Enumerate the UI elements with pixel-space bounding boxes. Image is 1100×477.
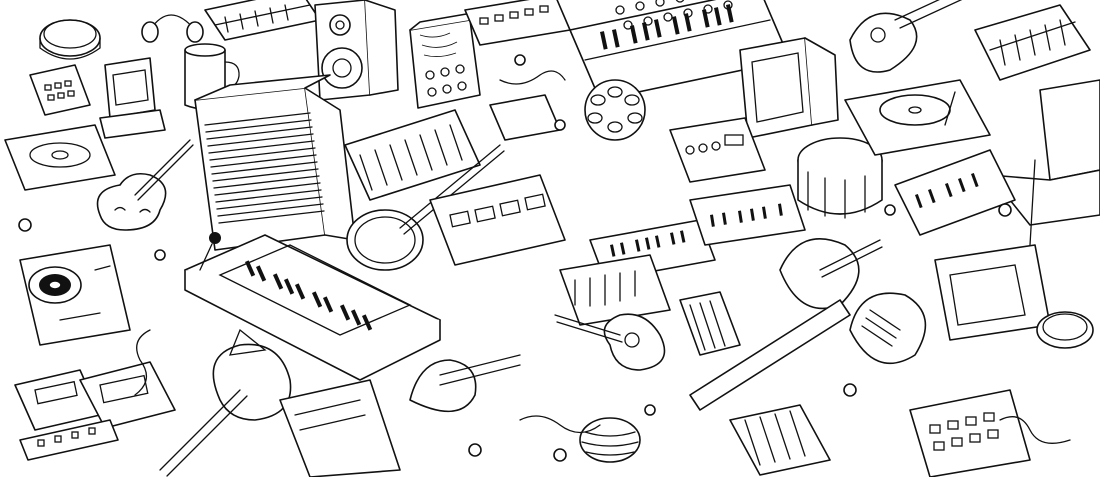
record-player-icon <box>4 124 116 191</box>
piano-keyboard-icon <box>184 234 441 381</box>
maraca-icon <box>579 417 641 463</box>
ukulele-icon <box>554 313 666 371</box>
crt-monitor-icon <box>739 37 839 139</box>
tambourine-icon <box>1036 311 1094 349</box>
guitar-amplifier-icon <box>194 74 356 251</box>
xylophone-icon <box>344 109 481 201</box>
stereo-receiver-icon <box>279 379 401 477</box>
drum-machine-icon <box>909 389 1031 477</box>
analog-synth-module-icon <box>409 11 481 109</box>
turntable-icon <box>844 79 991 156</box>
small-objects <box>18 54 1012 462</box>
drum-machine-icon <box>464 0 571 46</box>
portable-radio-icon <box>934 159 1051 341</box>
electric-guitar-icon <box>849 292 927 365</box>
snare-drum-icon <box>797 137 883 219</box>
tambourine-icon <box>584 79 646 141</box>
studio-monitor-speaker-icon <box>314 0 399 101</box>
effects-pedal-icon <box>429 174 566 266</box>
cassette-player-icon <box>14 361 176 431</box>
stereo-receiver-icon <box>669 117 766 183</box>
calculator-icon <box>29 64 91 116</box>
mandolin-icon <box>849 0 963 73</box>
triangle-icon <box>228 328 267 356</box>
electric-guitar-icon <box>689 238 883 411</box>
synthesizer-keyboard-icon <box>689 184 806 246</box>
violin-icon <box>96 139 194 231</box>
vinyl-sleeve-icon <box>489 94 561 141</box>
piano-keyboard-icon <box>204 0 321 41</box>
xylophone-icon <box>729 404 831 476</box>
laptop-icon <box>989 79 1100 226</box>
accordion-icon <box>679 291 741 356</box>
microphone-icon <box>199 232 221 271</box>
power-strip-icon <box>19 419 119 461</box>
electric-guitar-icon <box>159 343 292 477</box>
cable-icon <box>134 70 1071 444</box>
tambourine-icon <box>39 19 101 60</box>
banjo-icon <box>346 144 505 271</box>
melodica-icon <box>974 4 1091 81</box>
headphones-icon <box>141 14 204 43</box>
retro-computer-icon <box>99 57 166 139</box>
trumpet-icon <box>409 354 521 413</box>
reel-tape-recorder-icon <box>19 244 131 346</box>
kalimba-icon <box>559 254 671 326</box>
synthesizer-keyboard-icon <box>569 0 791 101</box>
synthesizer-keyboard-icon <box>894 149 1016 236</box>
